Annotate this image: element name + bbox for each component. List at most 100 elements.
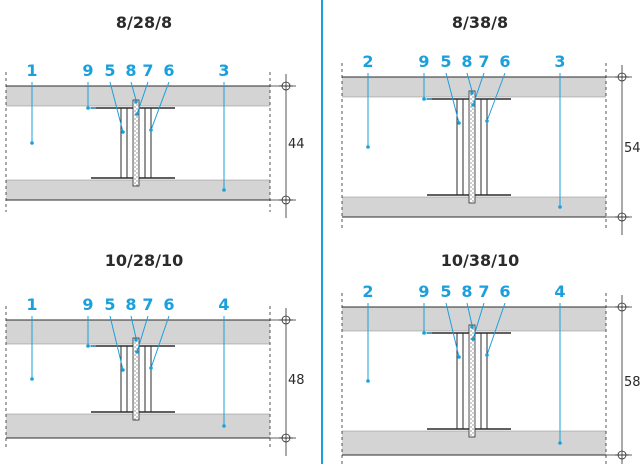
leader-8 [466,72,473,92]
callout-7: 7 [478,282,489,301]
stud-right [480,98,488,196]
stud-right [144,345,152,413]
sealing-strip [468,324,476,438]
dimension-label: 44 [288,137,305,152]
panel-title: 10/38/10 [441,251,519,270]
leader-7 [472,72,485,106]
sealing-strip [468,90,476,204]
leader-dot [366,145,370,149]
leader-dot [457,355,461,359]
callout-7: 7 [478,52,489,71]
callout-6: 6 [499,282,510,301]
callout-6: 6 [499,52,510,71]
board-top [6,86,270,106]
leader-6 [150,315,170,369]
leader-6 [486,72,506,122]
leader-5 [109,81,124,133]
dimension-label: 54 [624,141,640,156]
callout-2: 2 [362,52,373,71]
callout-6: 6 [163,295,174,314]
callout-9: 9 [418,282,429,301]
callout-8: 8 [125,295,136,314]
leader-dot [30,377,34,381]
leader-6 [150,81,170,131]
callout-1: 1 [26,295,37,314]
callout-7: 7 [142,295,153,314]
leader-8 [466,302,473,326]
callout-5: 5 [440,282,451,301]
callout-3: 3 [554,52,565,71]
leader-dot [457,121,461,125]
stud-left [456,98,464,196]
board-top [342,77,606,97]
section-panel-10-28-10: 10/28/10 48 1 9 5 8 7 6 4 [5,251,305,456]
leader-dot [558,205,562,209]
callout-4: 4 [554,282,565,301]
callout-8: 8 [461,282,472,301]
leader-7 [472,302,485,340]
leader-5 [109,315,124,371]
panel-title: 10/28/10 [105,251,183,270]
leader-dot [121,368,125,372]
sealing-strip [132,337,140,421]
leader-8 [130,315,137,339]
leader-5 [445,72,460,124]
leader-dot [422,97,426,101]
callout-4: 4 [218,295,229,314]
stud-left [456,332,464,430]
callout-6: 6 [163,61,174,80]
section-panel-8-28-8: 8/28/8 44 1 9 5 8 7 6 3 [5,13,305,218]
leader-dot [470,325,474,329]
callout-2: 2 [362,282,373,301]
stud-left [120,107,128,179]
callout-9: 9 [82,295,93,314]
leader-dot [135,112,139,116]
leader-dot [30,141,34,145]
leader-dot [470,91,474,95]
callout-1: 1 [26,61,37,80]
stud-right [480,332,488,430]
callout-5: 5 [104,61,115,80]
leader-dot [121,130,125,134]
leader-dot [485,119,489,123]
leader-dot [135,350,139,354]
leader-dot [149,366,153,370]
board-bottom [342,197,606,217]
callout-8: 8 [461,52,472,71]
section-panel-10-38-10: 10/38/10 58 2 9 5 8 7 6 4 [341,251,640,464]
leader-dot [134,338,138,342]
board-bottom [6,180,270,200]
dimension-label: 58 [624,375,640,390]
callout-9: 9 [418,52,429,71]
stud-left [120,345,128,413]
leader-dot [471,103,475,107]
callout-8: 8 [125,61,136,80]
leader-7 [136,81,149,115]
leader-dot [222,424,226,428]
leader-5 [445,302,460,358]
leader-dot [86,344,90,348]
leader-dot [86,106,90,110]
callout-5: 5 [440,52,451,71]
leader-6 [486,302,506,356]
dimension-label: 48 [288,373,305,388]
section-panel-8-38-8: 8/38/8 54 2 9 5 8 7 6 3 [341,13,640,235]
panel-title: 8/38/8 [452,13,508,32]
leader-dot [134,100,138,104]
callout-9: 9 [82,61,93,80]
callout-5: 5 [104,295,115,314]
leader-dot [222,188,226,192]
leader-dot [558,441,562,445]
leader-dot [422,331,426,335]
leader-dot [485,353,489,357]
callout-7: 7 [142,61,153,80]
callout-3: 3 [218,61,229,80]
leader-7 [136,315,149,353]
leader-dot [366,379,370,383]
leader-dot [471,337,475,341]
panel-title: 8/28/8 [116,13,172,32]
leader-8 [130,81,137,101]
leader-dot [149,128,153,132]
stud-right [144,107,152,179]
